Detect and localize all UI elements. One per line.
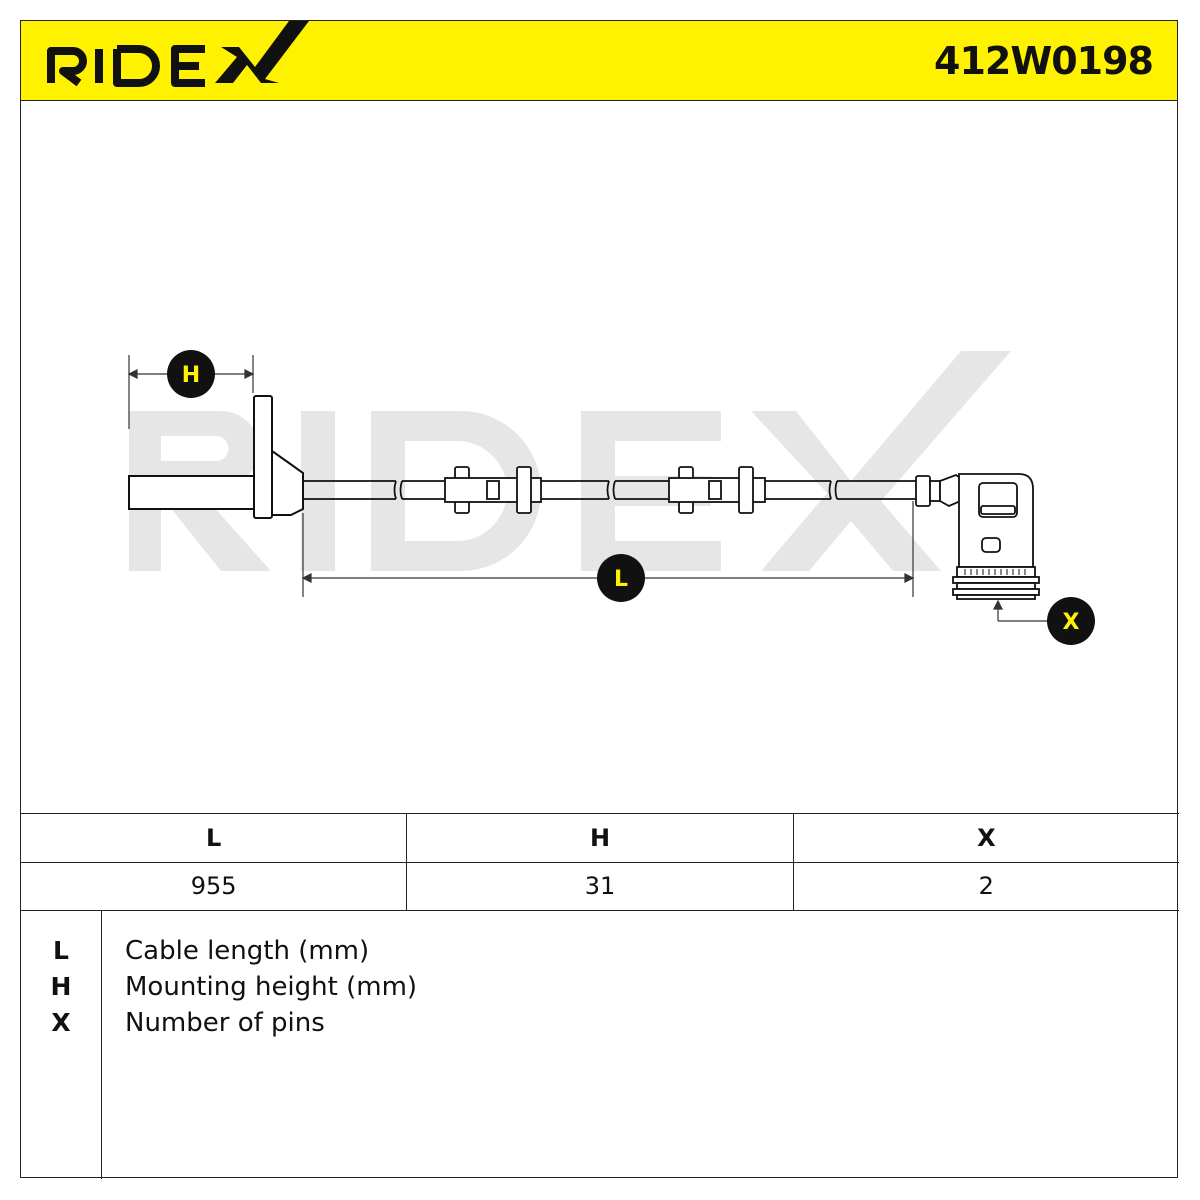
l-callout: L (597, 554, 645, 602)
sensor-diagram: H (127, 350, 1095, 645)
legend-item-x: X Number of pins (21, 1005, 1179, 1041)
legend-description: Cable length (mm) (125, 936, 370, 966)
legend: L Cable length (mm) H Mounting height (m… (21, 911, 1179, 1179)
ridex-logo (47, 21, 309, 87)
legend-description: Number of pins (125, 1008, 325, 1038)
legend-divider (101, 911, 102, 1179)
spec-value-row: 955 31 2 (21, 862, 1179, 910)
watermark-logo (129, 351, 1011, 571)
spec-value-h: 31 (407, 862, 794, 910)
connector (915, 473, 1040, 600)
legend-key: H (50, 972, 72, 1001)
svg-text:H: H (182, 363, 200, 388)
part-number: 412W0198 (934, 39, 1154, 83)
spec-header-h: H (407, 814, 794, 862)
legend-item-h: H Mounting height (mm) (21, 969, 1179, 1005)
svg-text:X: X (1063, 610, 1080, 635)
h-callout: H (167, 350, 215, 398)
x-callout: X (1047, 597, 1095, 645)
legend-item-l: L Cable length (mm) (21, 933, 1179, 969)
spec-value-x: 2 (978, 872, 994, 900)
legend-description: Mounting height (mm) (125, 972, 418, 1002)
cable-clip-1 (444, 466, 542, 514)
product-sheet: 412W0198 H (20, 20, 1179, 1179)
spec-header-x: X (977, 824, 996, 852)
x-leader (993, 599, 1049, 622)
spec-header-row: L H X (21, 814, 1179, 863)
spec-table: L H X 955 31 2 (21, 813, 1179, 911)
spec-value-l: 955 (21, 862, 408, 910)
svg-text:L: L (614, 567, 628, 592)
spec-header-l: L (21, 814, 408, 862)
header-bar: 412W0198 (21, 21, 1177, 101)
legend-key: X (51, 1008, 71, 1037)
legend-key: L (53, 936, 69, 965)
connector-ribs (964, 569, 1026, 575)
cable-clip-2 (668, 466, 766, 514)
sensor-body (128, 395, 304, 519)
